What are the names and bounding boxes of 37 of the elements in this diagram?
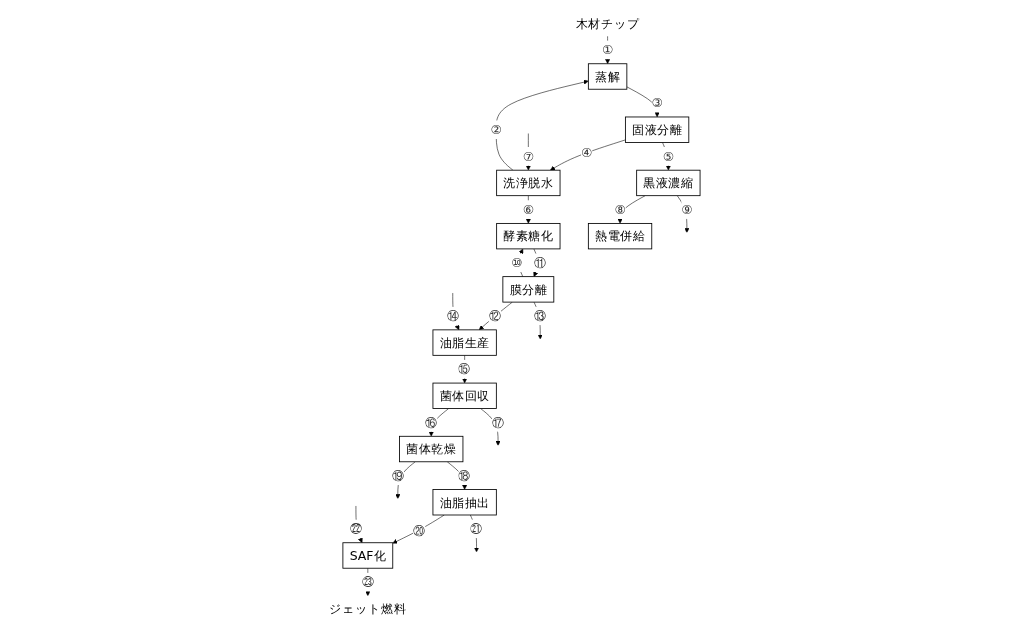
edge-label: ② [490, 122, 502, 137]
node-box: 黒液濃縮 [635, 169, 701, 196]
edge-label: ㉒ [349, 521, 362, 536]
edge-label: ③ [651, 95, 663, 110]
node-text: ジェット燃料 [329, 601, 407, 616]
edge-label: ⑪ [533, 255, 546, 270]
edge-label: ⑰ [491, 414, 504, 430]
edge-label: ㉑ [470, 521, 483, 536]
edge-label: ⑬ [533, 308, 547, 323]
node-box: 菌体乾燥 [398, 435, 464, 462]
node-box: 熱電併給 [587, 222, 652, 249]
edge-label: ⑫ [488, 308, 501, 323]
edge-label: ① [601, 42, 613, 57]
node-box: 菌体回収 [432, 382, 497, 409]
node-box: 蒸解 [587, 62, 627, 90]
node-box: 洗浄脱水 [495, 169, 561, 196]
edge-label: ⑮ [458, 361, 471, 376]
edge-label: ⑲ [391, 468, 404, 483]
edge-label: ⑥ [522, 201, 534, 217]
node-text: 木材チップ [575, 15, 640, 30]
node-box: 酵素糖化 [495, 222, 561, 249]
edge-label: ④ [580, 144, 592, 159]
edge-label: ⑱ [458, 468, 471, 483]
edge-label: ⑦ [522, 148, 534, 163]
edge-label: ⑳ [412, 522, 426, 537]
edge-label: ㉓ [361, 574, 374, 589]
edge-label: ⑤ [662, 148, 674, 163]
edge-label: ⑩ [510, 255, 523, 270]
node-box: 油脂抽出 [432, 488, 497, 515]
node-box: 固液分離 [624, 116, 689, 143]
edge-label: ⑧ [614, 201, 626, 217]
node-box: SAF化 [342, 541, 393, 569]
edge-label: ⑨ [680, 201, 693, 217]
edge-label: ⑭ [446, 308, 459, 323]
node-box: 膜分離 [502, 275, 554, 303]
edge-label: ⑯ [424, 414, 438, 430]
node-box: 油脂生産 [432, 328, 497, 356]
